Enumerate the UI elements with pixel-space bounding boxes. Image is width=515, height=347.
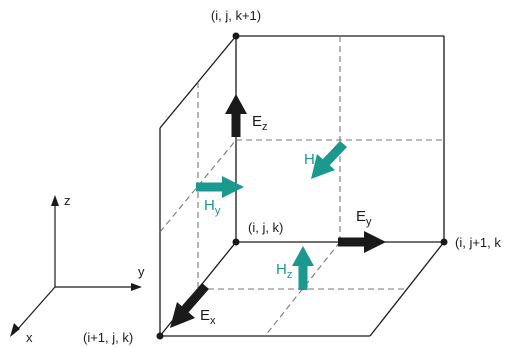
axis-x [10, 286, 56, 337]
hz-label: Hz [276, 261, 292, 281]
hy-label: Hy [204, 197, 221, 217]
node-label-center: (i, j, k) [248, 220, 283, 235]
node-label-top: (i, j, k+1) [211, 8, 261, 23]
node-top [232, 32, 240, 40]
grid-nodes [156, 32, 448, 340]
ex-arrow [170, 283, 209, 328]
node-right [440, 238, 448, 246]
ez-label: Ez [252, 113, 268, 133]
hz-arrow [292, 246, 314, 290]
axis-z [51, 195, 59, 287]
ey-arrow [338, 231, 386, 253]
ex-label: Ex [200, 307, 216, 327]
node-bottom [156, 332, 164, 340]
axis-y [55, 283, 142, 291]
axis-z-label: z [64, 193, 71, 208]
node-center [232, 238, 240, 246]
ey-label: Ey [356, 208, 372, 228]
hx-arrow [311, 141, 347, 179]
axis-x-label: x [26, 330, 33, 345]
node-label-bottom: (i+1, j, k) [83, 330, 133, 345]
hy-arrow [196, 176, 244, 198]
ez-arrow [225, 94, 247, 137]
axis-y-label: y [138, 264, 145, 279]
hx-label: Hx [304, 151, 321, 171]
node-label-right: (i, j+1, k [455, 235, 501, 250]
